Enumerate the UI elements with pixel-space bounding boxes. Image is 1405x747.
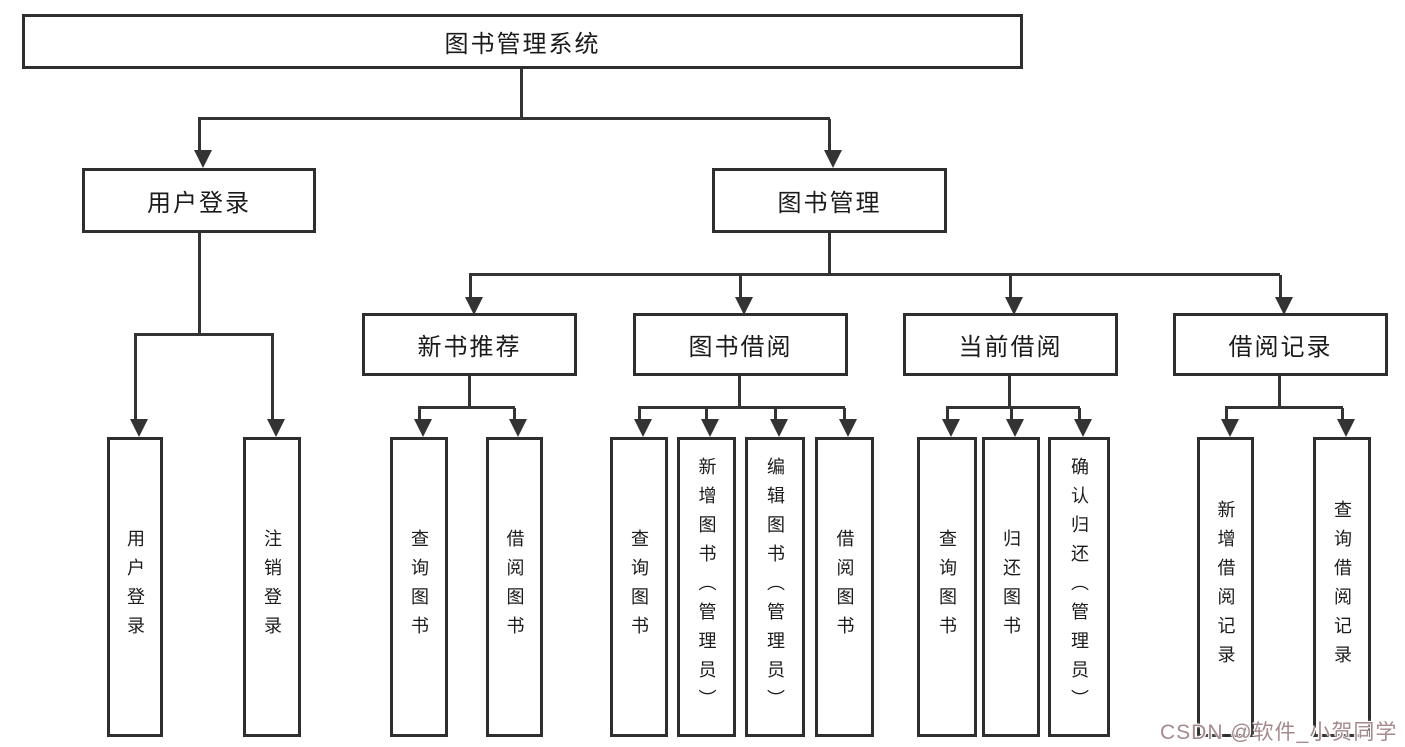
arrow-down-icon (413, 408, 432, 437)
node-current-borrow: 当前借阅 (903, 313, 1118, 376)
arrow-down-icon (1073, 408, 1092, 437)
leaf-borrow-books-recommend: 借阅图书 (486, 437, 543, 737)
connector-vline-book-borrow (738, 376, 741, 408)
connector-vline-user-login (198, 233, 201, 335)
leaf-user-login: 用户登录 (107, 437, 163, 737)
node-library-system: 图书管理系统 (22, 14, 1023, 69)
arrow-down-icon (1220, 408, 1239, 437)
arrow-down-icon (1004, 275, 1023, 315)
connector-hline-current-borrow (946, 406, 1080, 409)
leaf-add-book-admin: 新增图书（管理员） (677, 437, 736, 737)
leaf-query-books-borrow: 查询图书 (610, 437, 668, 737)
leaf-query-books-recommend: 查询图书 (390, 437, 448, 737)
connector-hline-new-book (418, 406, 515, 409)
connector-hline-borrow-records (1225, 406, 1343, 409)
connector-vline-book-mgmt (828, 233, 831, 275)
leaf-confirm-return-admin: 确认归还（管理员） (1048, 437, 1110, 737)
connector-vline-borrow-records (1278, 376, 1281, 408)
arrow-down-icon (633, 408, 652, 437)
arrow-down-icon (464, 275, 483, 315)
leaf-query-borrow-record: 查询借阅记录 (1313, 437, 1371, 737)
node-book-management: 图书管理 (712, 168, 947, 233)
connector-hline-user-login (134, 333, 274, 336)
arrow-down-icon (1336, 408, 1355, 437)
leaf-query-books-current: 查询图书 (917, 437, 977, 737)
leaf-edit-book-admin: 编辑图书（管理员） (745, 437, 805, 737)
connector-vline-current-borrow (1008, 376, 1011, 408)
watermark-text: CSDN @软件_小贺同学 (1160, 721, 1398, 744)
arrow-down-icon (1274, 275, 1293, 315)
leaf-return-book: 归还图书 (982, 437, 1040, 737)
leaf-add-borrow-record: 新增借阅记录 (1197, 437, 1254, 737)
connector-hline-level3 (469, 273, 1280, 276)
arrow-down-icon (700, 408, 719, 437)
arrow-down-icon (823, 119, 842, 168)
node-new-book-recommend: 新书推荐 (362, 313, 577, 376)
arrow-down-icon (129, 335, 148, 437)
arrow-down-icon (769, 408, 788, 437)
arrow-down-icon (266, 335, 285, 437)
connector-hline-book-borrow (638, 406, 845, 409)
leaf-borrow-books: 借阅图书 (815, 437, 874, 737)
node-user-login: 用户登录 (82, 168, 316, 233)
node-borrow-records: 借阅记录 (1173, 313, 1388, 376)
connector-vline-root (520, 69, 523, 119)
arrow-down-icon (734, 275, 753, 315)
arrow-down-icon (508, 408, 527, 437)
connector-hline-level2 (198, 117, 830, 120)
arrow-down-icon (838, 408, 857, 437)
node-book-borrow: 图书借阅 (633, 313, 848, 376)
arrow-down-icon (941, 408, 960, 437)
arrow-down-icon (1005, 408, 1024, 437)
connector-vline-new-book (468, 376, 471, 408)
leaf-logout: 注销登录 (243, 437, 301, 737)
arrow-down-icon (193, 119, 212, 168)
